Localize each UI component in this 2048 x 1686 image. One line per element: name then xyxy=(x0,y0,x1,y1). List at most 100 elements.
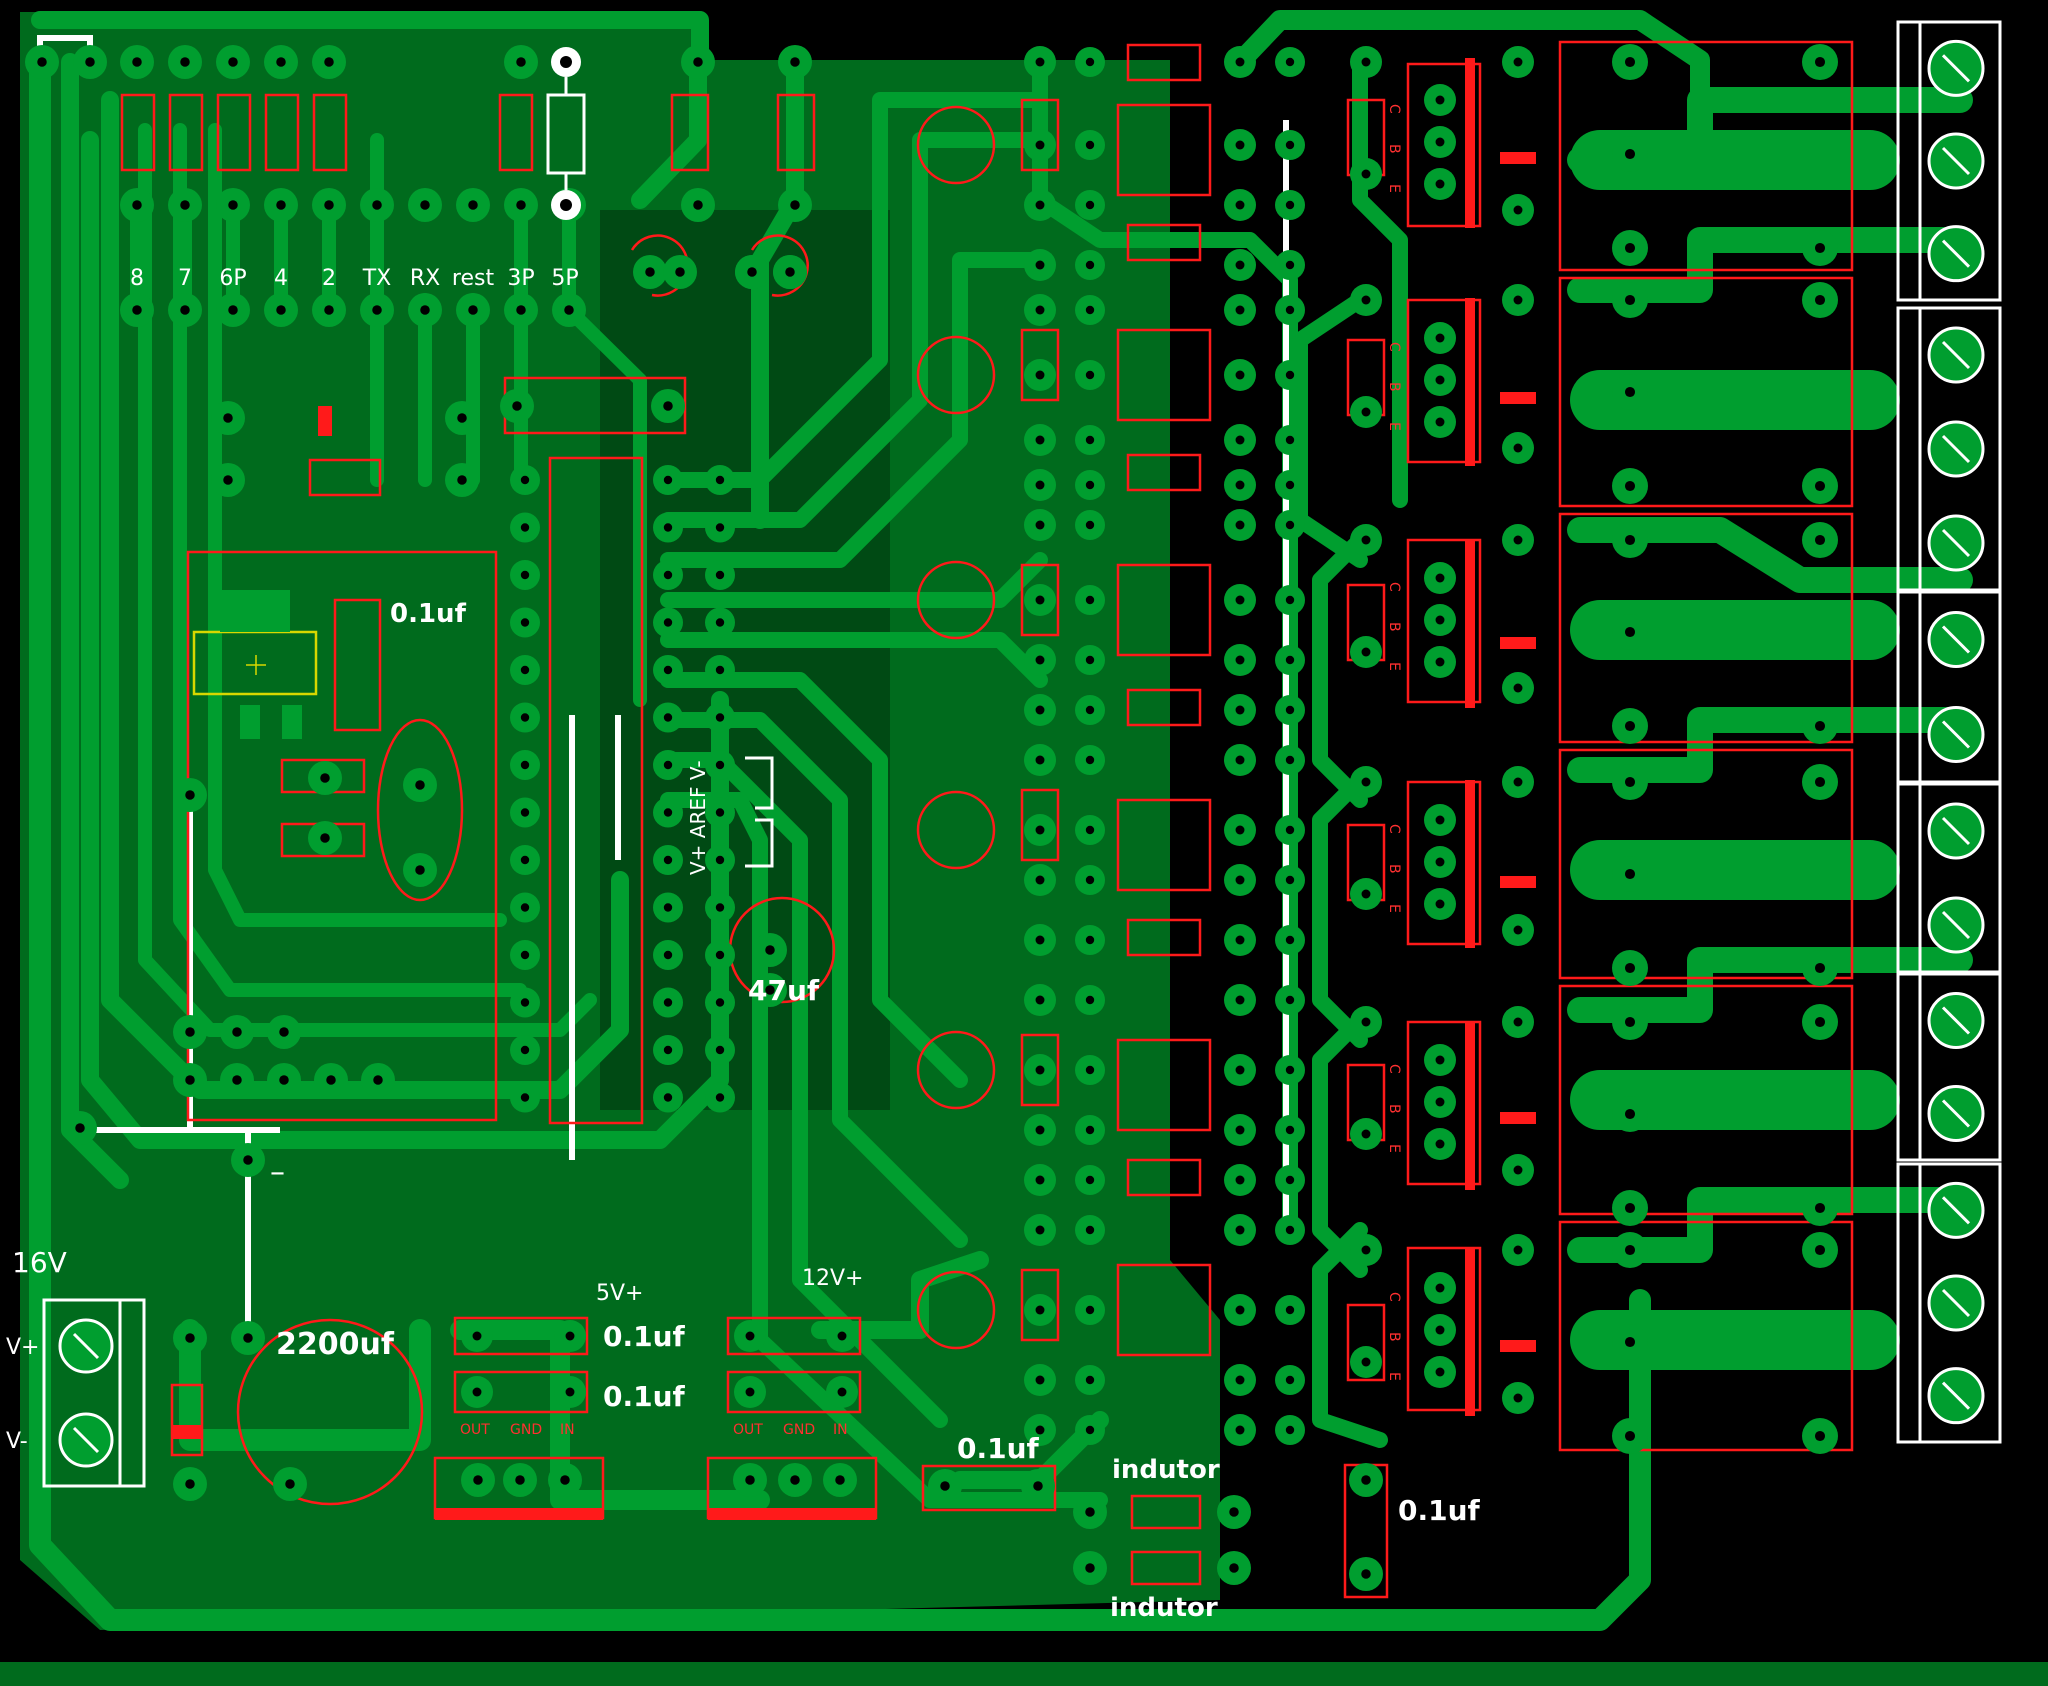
driver-pad xyxy=(1224,424,1256,456)
power-input-terminal xyxy=(42,1298,146,1488)
driver-pad xyxy=(1024,864,1056,896)
driver-pad xyxy=(1224,584,1256,616)
driver-pad xyxy=(1024,424,1056,456)
header-pad xyxy=(312,188,346,222)
top-row-pad xyxy=(120,45,154,79)
mcu-pin xyxy=(653,987,683,1018)
mcu-pin xyxy=(510,892,540,923)
transistor-pin xyxy=(1424,646,1456,678)
mcu-pin xyxy=(705,987,735,1018)
cap-pad xyxy=(554,1376,586,1408)
driver-pad xyxy=(1224,1294,1256,1326)
driver-outlines xyxy=(916,43,1212,1357)
relay-pad xyxy=(1612,1190,1648,1226)
cap-label-right: 0.1uf xyxy=(1398,1494,1481,1527)
screw-terminal-icon xyxy=(1927,1181,1985,1239)
transistor-pin xyxy=(1424,604,1456,636)
driver-pad xyxy=(1075,745,1105,775)
driver-pad xyxy=(1224,294,1256,326)
transistor-pin-label: E xyxy=(1386,662,1402,671)
screw-terminal-icon xyxy=(1927,896,1985,954)
transistor-pin-label: C xyxy=(1386,824,1402,834)
relay-pad xyxy=(1802,1232,1838,1268)
driver-pad xyxy=(1275,1365,1305,1395)
isp-pad xyxy=(220,1015,254,1049)
isp-pad xyxy=(173,1015,207,1049)
header-pad xyxy=(360,293,394,327)
screw-terminal-icon xyxy=(1927,39,1985,97)
pad xyxy=(928,1469,962,1503)
mcu-pin xyxy=(705,940,735,970)
driver-pad xyxy=(1275,1165,1305,1195)
driver-pad xyxy=(1075,585,1105,615)
driver-pad xyxy=(1075,470,1105,500)
header-pin-label: 7 xyxy=(178,266,192,291)
pad xyxy=(308,761,342,795)
pad xyxy=(1073,1495,1107,1529)
driver-pad xyxy=(1224,509,1256,541)
driver-pad xyxy=(1075,1365,1105,1395)
regulator-pin xyxy=(548,1463,582,1497)
isp-pad xyxy=(267,1063,301,1097)
pad xyxy=(1349,1557,1383,1591)
diode-pad xyxy=(1502,1006,1534,1038)
driver-pad xyxy=(1275,1055,1305,1085)
aref-header-outline xyxy=(745,756,774,868)
transistor-pin-label: B xyxy=(1386,622,1402,632)
mcu-pin xyxy=(510,845,540,875)
diode-pad xyxy=(1502,524,1534,556)
mcu-pin xyxy=(653,1035,683,1065)
regulator-pin xyxy=(733,1463,767,1497)
header-pin-label: TX xyxy=(362,266,392,291)
top-row-pad xyxy=(216,45,250,79)
driver-pad xyxy=(1275,985,1305,1015)
driver-pad xyxy=(1024,1294,1056,1326)
mcu-pin xyxy=(705,892,735,923)
mcu-pin xyxy=(510,607,540,638)
mcu-pin xyxy=(510,1082,540,1113)
mcu-pin xyxy=(653,702,683,733)
resistor-pad xyxy=(651,389,685,423)
mcu-pin xyxy=(510,797,540,828)
mcu-pin xyxy=(705,607,735,638)
header-pad xyxy=(264,188,298,222)
crystal-pad xyxy=(211,463,245,497)
driver-pad xyxy=(1024,359,1056,391)
driver-pad xyxy=(1224,984,1256,1016)
transistor-pin-label: B xyxy=(1386,382,1402,392)
top-row-pad xyxy=(778,45,812,79)
driver-pad xyxy=(1275,745,1305,775)
regulator-pin-label: IN xyxy=(833,1422,848,1438)
driver-pad xyxy=(1224,129,1256,161)
relay-pad xyxy=(1612,708,1648,744)
transistor-pin xyxy=(1424,1314,1456,1346)
header-pad xyxy=(456,188,490,222)
transistor-pad xyxy=(1350,1006,1382,1038)
header-pad xyxy=(264,293,298,327)
screw-terminal-icon xyxy=(1927,132,1985,190)
relay-pad xyxy=(1612,44,1648,80)
driver-pad xyxy=(1275,295,1305,325)
transistor-pin-label: E xyxy=(1386,1372,1402,1381)
header-pin-label: 8 xyxy=(130,266,144,291)
pad xyxy=(1073,1551,1107,1585)
pad xyxy=(403,768,437,802)
relay-pad xyxy=(1802,468,1838,504)
header-pad xyxy=(408,188,442,222)
power-pad xyxy=(273,1467,307,1501)
inductor-label-top: indutor xyxy=(1112,1455,1220,1485)
mcu-pin xyxy=(705,655,735,685)
header-pad xyxy=(312,293,346,327)
cap-pad xyxy=(826,1376,858,1408)
regulator-pin xyxy=(778,1463,812,1497)
top-vias xyxy=(546,47,586,220)
isp-pad xyxy=(314,1063,348,1097)
diode-pad xyxy=(1502,766,1534,798)
mcu-pin xyxy=(510,655,540,685)
relay-pad xyxy=(1612,950,1648,986)
mcu-pin xyxy=(653,892,683,923)
transistor-pin-label: E xyxy=(1386,422,1402,431)
header-pin-label: 4 xyxy=(274,266,288,291)
driver-pad xyxy=(1024,189,1056,221)
